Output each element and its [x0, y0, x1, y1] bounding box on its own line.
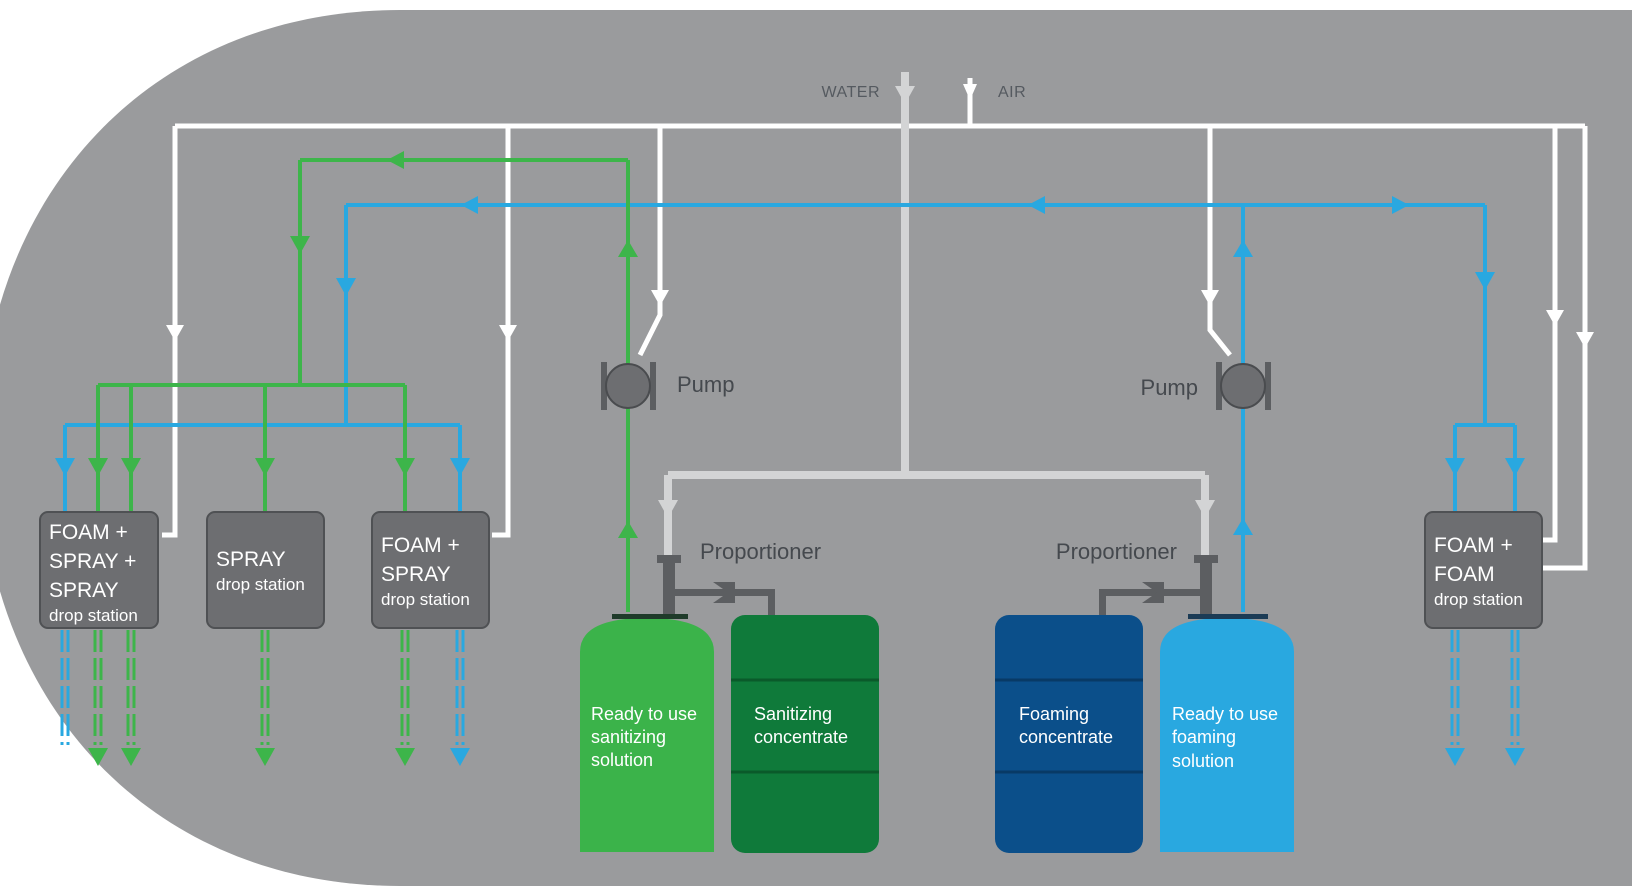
sanitizer-arrows — [88, 151, 638, 538]
station4-sub: drop station — [1434, 590, 1523, 609]
tank-rtu-sanitizing-line2: sanitizing — [591, 727, 666, 747]
tank-rtu-sanitizing-line1: Ready to use — [591, 704, 697, 724]
pump-left-label: Pump — [677, 372, 734, 397]
drum-foaming-concentrate-line1: Foaming — [1019, 704, 1089, 724]
air-inlet-arrow — [963, 84, 977, 100]
water-inlet-arrow — [895, 86, 915, 104]
drop-station-spray — [206, 511, 325, 629]
drum-sanitizing-concentrate — [731, 615, 879, 853]
proportioner-left — [657, 555, 775, 619]
station3-line1: FOAM + — [381, 534, 460, 557]
station4-line1: FOAM + — [1434, 534, 1513, 557]
drop-outputs — [60, 630, 1520, 745]
station4-line2: FOAM — [1434, 563, 1495, 586]
station2-line1: SPRAY — [216, 548, 286, 571]
tank-rtu-foaming — [1160, 614, 1294, 852]
station1-sub: drop station — [49, 606, 138, 625]
tank-rtu-foaming-line2: foaming — [1172, 727, 1236, 747]
drop-station-foam-spray-spray — [39, 511, 159, 629]
drum-sanitizing-concentrate-line1: Sanitizing — [754, 704, 832, 724]
tank-rtu-foaming-line1: Ready to use — [1172, 704, 1278, 724]
station2-sub: drop station — [216, 575, 305, 594]
tank-rtu-sanitizing-line3: solution — [591, 750, 653, 770]
water-inlet-label: WATER — [822, 84, 881, 101]
station3-sub: drop station — [381, 590, 470, 609]
drum-foaming-concentrate — [995, 615, 1143, 853]
pump-left — [601, 362, 656, 410]
drop-station-foam-foam — [1424, 511, 1543, 629]
drum-foaming-concentrate-line2: concentrate — [1019, 727, 1113, 747]
pump-right — [1216, 362, 1271, 410]
proportioner-right — [1099, 555, 1218, 619]
water-air-arrows — [166, 84, 1594, 348]
foam-arrows — [55, 196, 1525, 535]
station1-line1: FOAM + — [49, 521, 128, 544]
pump-right-label: Pump — [1141, 375, 1198, 400]
proportioner-left-label: Proportioner — [700, 539, 821, 564]
station3-line2: SPRAY — [381, 563, 451, 586]
proportioner-right-label: Proportioner — [1056, 539, 1177, 564]
tank-rtu-foaming-line3: solution — [1172, 751, 1234, 771]
station1-line2: SPRAY + — [49, 550, 136, 573]
air-inlet-label: AIR — [998, 84, 1026, 101]
tank-rtu-sanitizing — [580, 614, 714, 852]
water-air-lines — [162, 78, 1588, 571]
station1-line3: SPRAY — [49, 579, 119, 602]
water-arrows — [658, 86, 1215, 518]
drop-station-foam-spray — [371, 511, 490, 629]
drop-output-arrows — [88, 748, 1525, 766]
drum-sanitizing-concentrate-line2: concentrate — [754, 727, 848, 747]
